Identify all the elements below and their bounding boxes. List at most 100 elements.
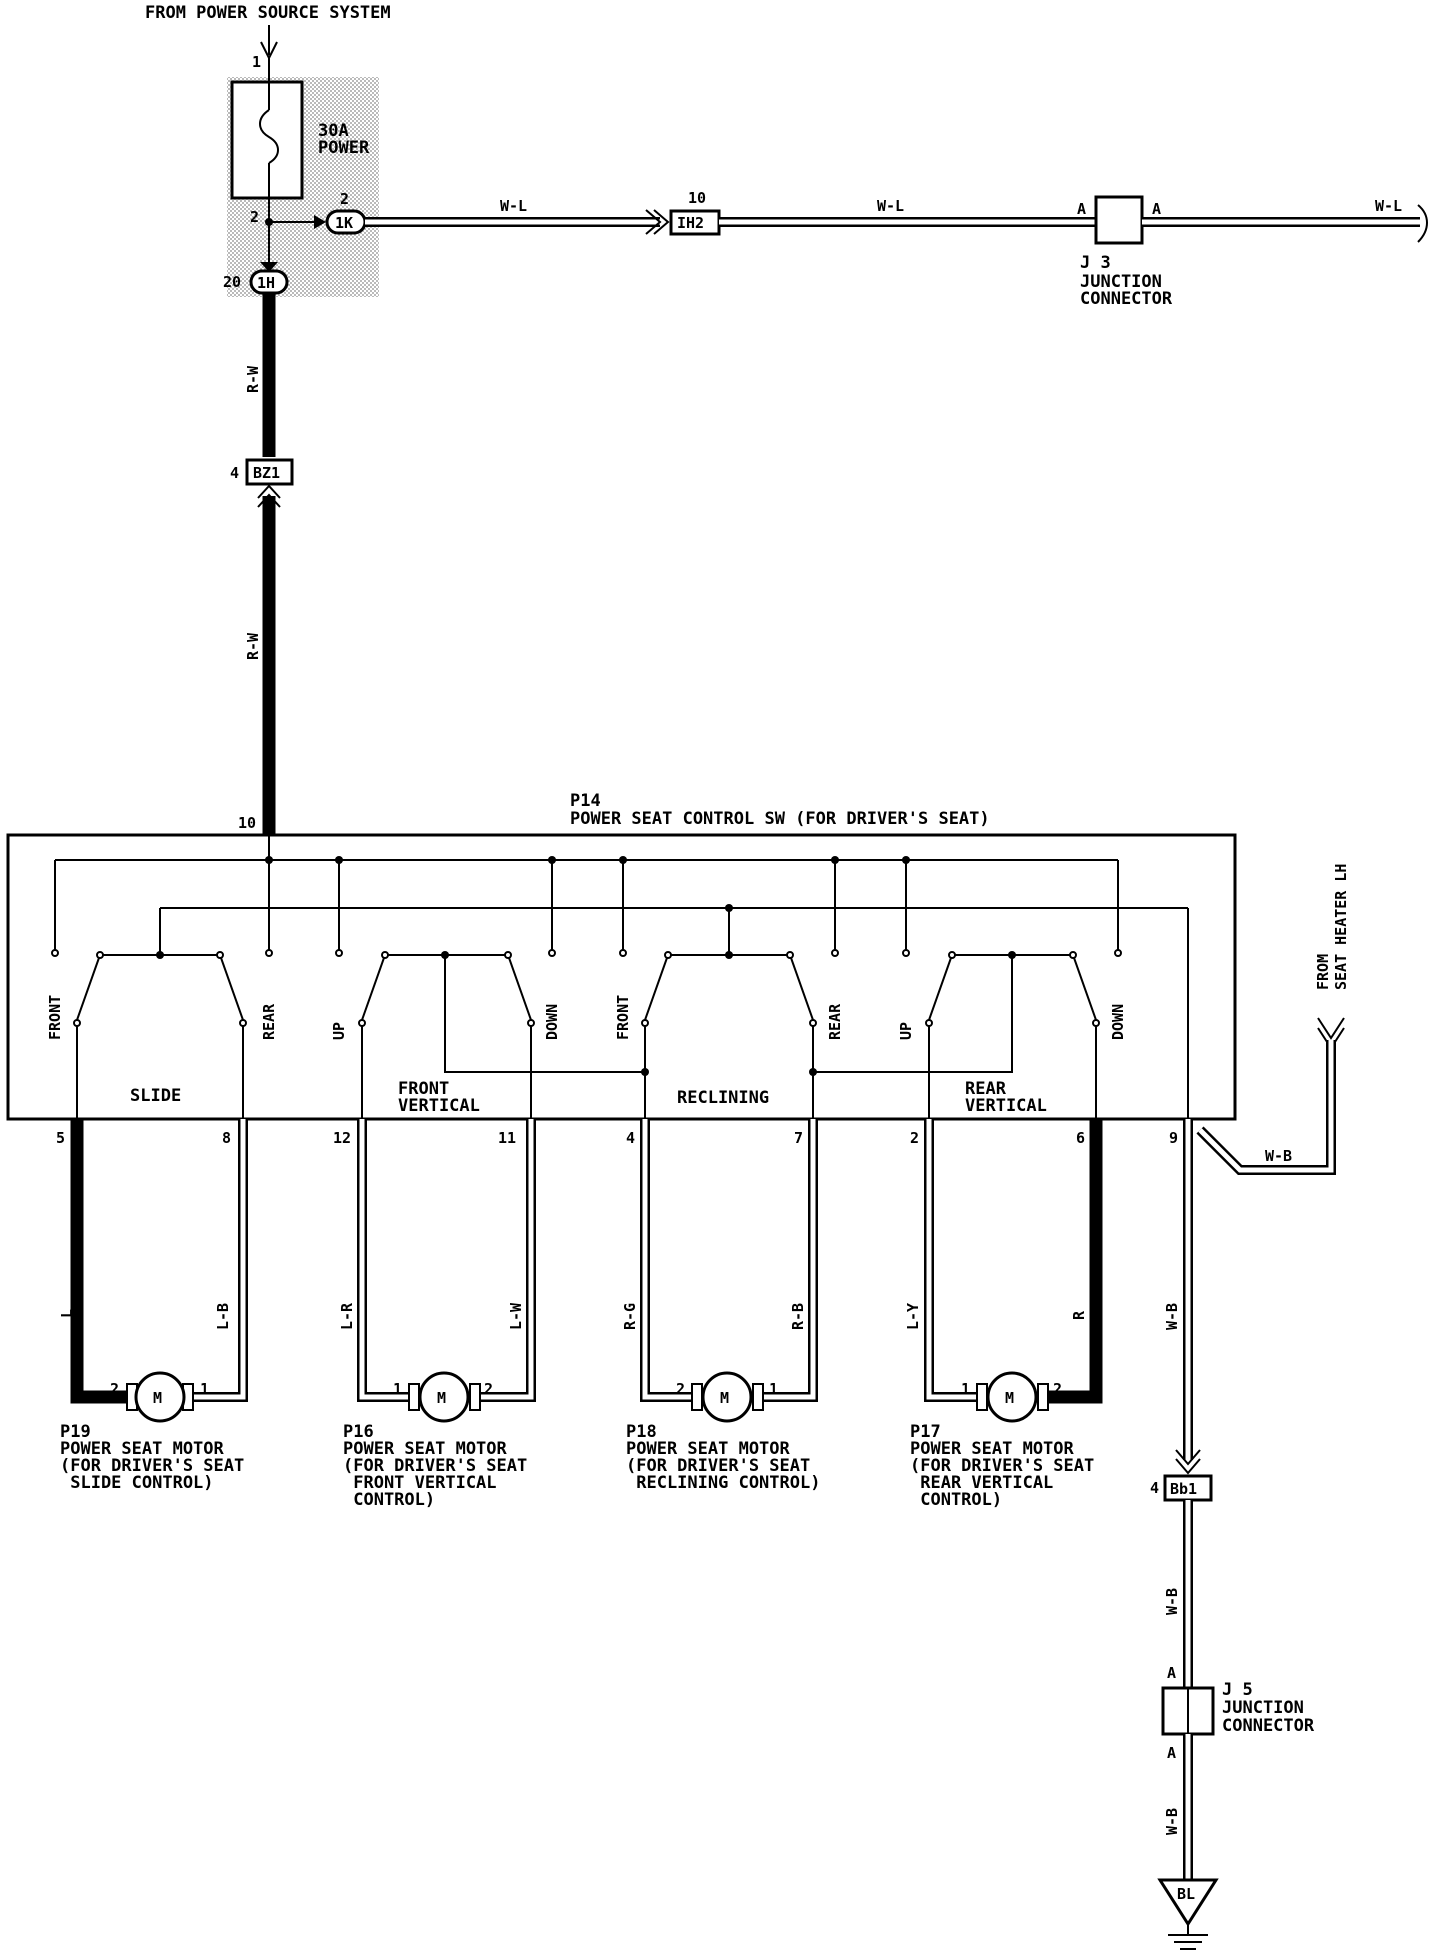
svg-text:1: 1 <box>200 1380 209 1398</box>
svg-text:M: M <box>153 1389 162 1407</box>
wire-label-lb: L-B <box>214 1303 232 1330</box>
svg-text:REAR VERTICAL: REAR VERTICAL <box>910 1473 1053 1493</box>
svg-text:P18: P18 <box>626 1422 657 1442</box>
pin-6: 6 <box>1076 1129 1085 1147</box>
section-fv-1: FRONT <box>398 1079 449 1099</box>
pin-12: 12 <box>333 1129 351 1147</box>
switch-box <box>6 833 1237 1121</box>
fuse-box <box>230 80 304 200</box>
j5-id: J 5 <box>1222 1680 1253 1700</box>
pin-11: 11 <box>498 1129 516 1147</box>
svg-text:POWER SEAT MOTOR: POWER SEAT MOTOR <box>910 1439 1075 1459</box>
ih2-arrow-2 <box>653 209 670 235</box>
slide-contacts <box>73 951 247 1027</box>
wb-label-1: W-B <box>1163 1303 1181 1330</box>
wire-label-ly: L-Y <box>904 1303 922 1330</box>
crossover-fv <box>444 955 645 1073</box>
wl-label-2: W-L <box>877 197 904 215</box>
j5-line1: JUNCTION <box>1222 1698 1304 1718</box>
j3-box <box>1094 195 1144 245</box>
svg-text:2: 2 <box>1053 1380 1062 1398</box>
wire-p19-l <box>70 1119 130 1404</box>
j3-pin-left: A <box>1077 200 1086 218</box>
wire-p17-ly-inner <box>926 1119 980 1400</box>
wire-p16-lw-inner <box>477 1119 534 1400</box>
wire-p18-rb <box>760 1119 818 1402</box>
c1h-label: 1H <box>257 274 275 292</box>
seat-heater-from: FROM <box>1314 954 1332 990</box>
ground-label: BL <box>1177 1885 1195 1903</box>
bz1-arrow-2 <box>257 493 281 508</box>
wire-label-lw: L-W <box>507 1302 525 1330</box>
ih2-label: IH2 <box>677 214 704 232</box>
svg-text:P19: P19 <box>60 1422 91 1442</box>
svg-text:CONTROL): CONTROL) <box>343 1490 435 1510</box>
svg-text:1: 1 <box>393 1380 402 1398</box>
seat-heater-arrow-1 <box>1317 1017 1345 1040</box>
rw-label-1: R-W <box>244 365 262 393</box>
svg-text:(FOR DRIVER'S SEAT: (FOR DRIVER'S SEAT <box>343 1456 527 1476</box>
wire-p19-lb <box>190 1119 248 1402</box>
caption-p17: P17 POWER SEAT MOTOR (FOR DRIVER'S SEAT … <box>910 1422 1094 1510</box>
wire-p18-rg-inner <box>642 1119 695 1400</box>
label-slide-front: FRONT <box>46 995 64 1040</box>
svg-text:(FOR DRIVER'S SEAT: (FOR DRIVER'S SEAT <box>626 1456 810 1476</box>
section-fv-2: VERTICAL <box>398 1096 480 1116</box>
wl-label-3: W-L <box>1375 197 1402 215</box>
rw-label-2: R-W <box>244 632 262 660</box>
caption-p18: P18 POWER SEAT MOTOR (FOR DRIVER'S SEAT … <box>626 1422 820 1493</box>
section-rv-1: REAR <box>965 1079 1007 1099</box>
bz1-pin: 4 <box>230 464 239 482</box>
svg-text:POWER SEAT MOTOR: POWER SEAT MOTOR <box>60 1439 225 1459</box>
j5-pin-top: A <box>1167 1664 1176 1682</box>
label-fv-down: DOWN <box>543 1004 561 1040</box>
label-fv-up: UP <box>330 1022 348 1040</box>
c1k-label: 1K <box>335 214 353 232</box>
svg-text:P16: P16 <box>343 1422 374 1442</box>
label-rec-rear: REAR <box>826 1003 844 1040</box>
wl-label-1: W-L <box>500 197 527 215</box>
wb-label-3: W-B <box>1163 1808 1181 1835</box>
wire-p18-rg <box>640 1119 695 1402</box>
label-rec-front: FRONT <box>614 995 632 1040</box>
terminal-circles <box>51 949 1122 957</box>
wire-p17-r <box>1045 1119 1103 1404</box>
c1h-pin: 20 <box>223 273 241 291</box>
svg-text:M: M <box>720 1389 729 1407</box>
pin-4: 4 <box>626 1129 635 1147</box>
bz1-label: BZ1 <box>253 464 280 482</box>
svg-text:M: M <box>1005 1389 1014 1407</box>
bb1-pin: 4 <box>1150 1479 1159 1497</box>
wire-label-r: R <box>1070 1310 1088 1320</box>
caption-p16: P16 POWER SEAT MOTOR (FOR DRIVER'S SEAT … <box>343 1422 527 1510</box>
wb-label-heater: W-B <box>1265 1147 1292 1165</box>
wire-p18-rb-inner <box>760 1119 816 1400</box>
wb-wire-heater-inner <box>1198 1040 1334 1173</box>
c1k-pin: 2 <box>340 190 349 208</box>
svg-text:1: 1 <box>961 1380 970 1398</box>
fuse-pin-out: 2 <box>250 208 259 226</box>
fuse-symbol <box>259 109 279 164</box>
svg-text:2: 2 <box>110 1380 119 1398</box>
fuse-rating: 30A <box>318 121 349 141</box>
section-slide: SLIDE <box>130 1086 181 1106</box>
ih2-arrow-1 <box>645 209 662 235</box>
power-source-label: FROM POWER SOURCE SYSTEM <box>145 3 391 23</box>
j5-line2: CONNECTOR <box>1222 1716 1315 1736</box>
pin-7: 7 <box>794 1129 803 1147</box>
svg-text:2: 2 <box>676 1380 685 1398</box>
bz1-arrow-1 <box>257 484 281 499</box>
motor-p18: M 2 1 <box>676 1371 778 1423</box>
bz1-connector <box>245 458 294 486</box>
switch-name: POWER SEAT CONTROL SW (FOR DRIVER'S SEAT… <box>570 809 990 829</box>
caption-p19: P19 POWER SEAT MOTOR (FOR DRIVER'S SEAT … <box>60 1422 244 1493</box>
reclining-contacts <box>641 951 817 1027</box>
svg-text:2: 2 <box>484 1380 493 1398</box>
j3-id: J 3 <box>1080 253 1111 273</box>
wire-p16-lw <box>477 1119 536 1402</box>
wire-break-mark <box>1417 204 1428 243</box>
j5-pin-bottom: A <box>1167 1744 1176 1762</box>
wire-p17-ly <box>924 1119 980 1402</box>
